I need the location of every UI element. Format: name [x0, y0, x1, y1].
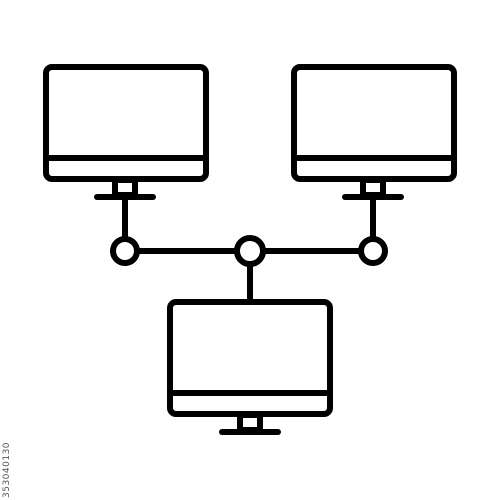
network-hub-node — [234, 235, 266, 267]
network-connection-lines — [134, 235, 364, 303]
monitor-top-left-icon — [43, 64, 209, 266]
monitor-bottom-icon — [167, 299, 333, 435]
monitor-top-right-icon — [291, 64, 457, 266]
stock-image-id: 353040130 — [2, 441, 12, 498]
